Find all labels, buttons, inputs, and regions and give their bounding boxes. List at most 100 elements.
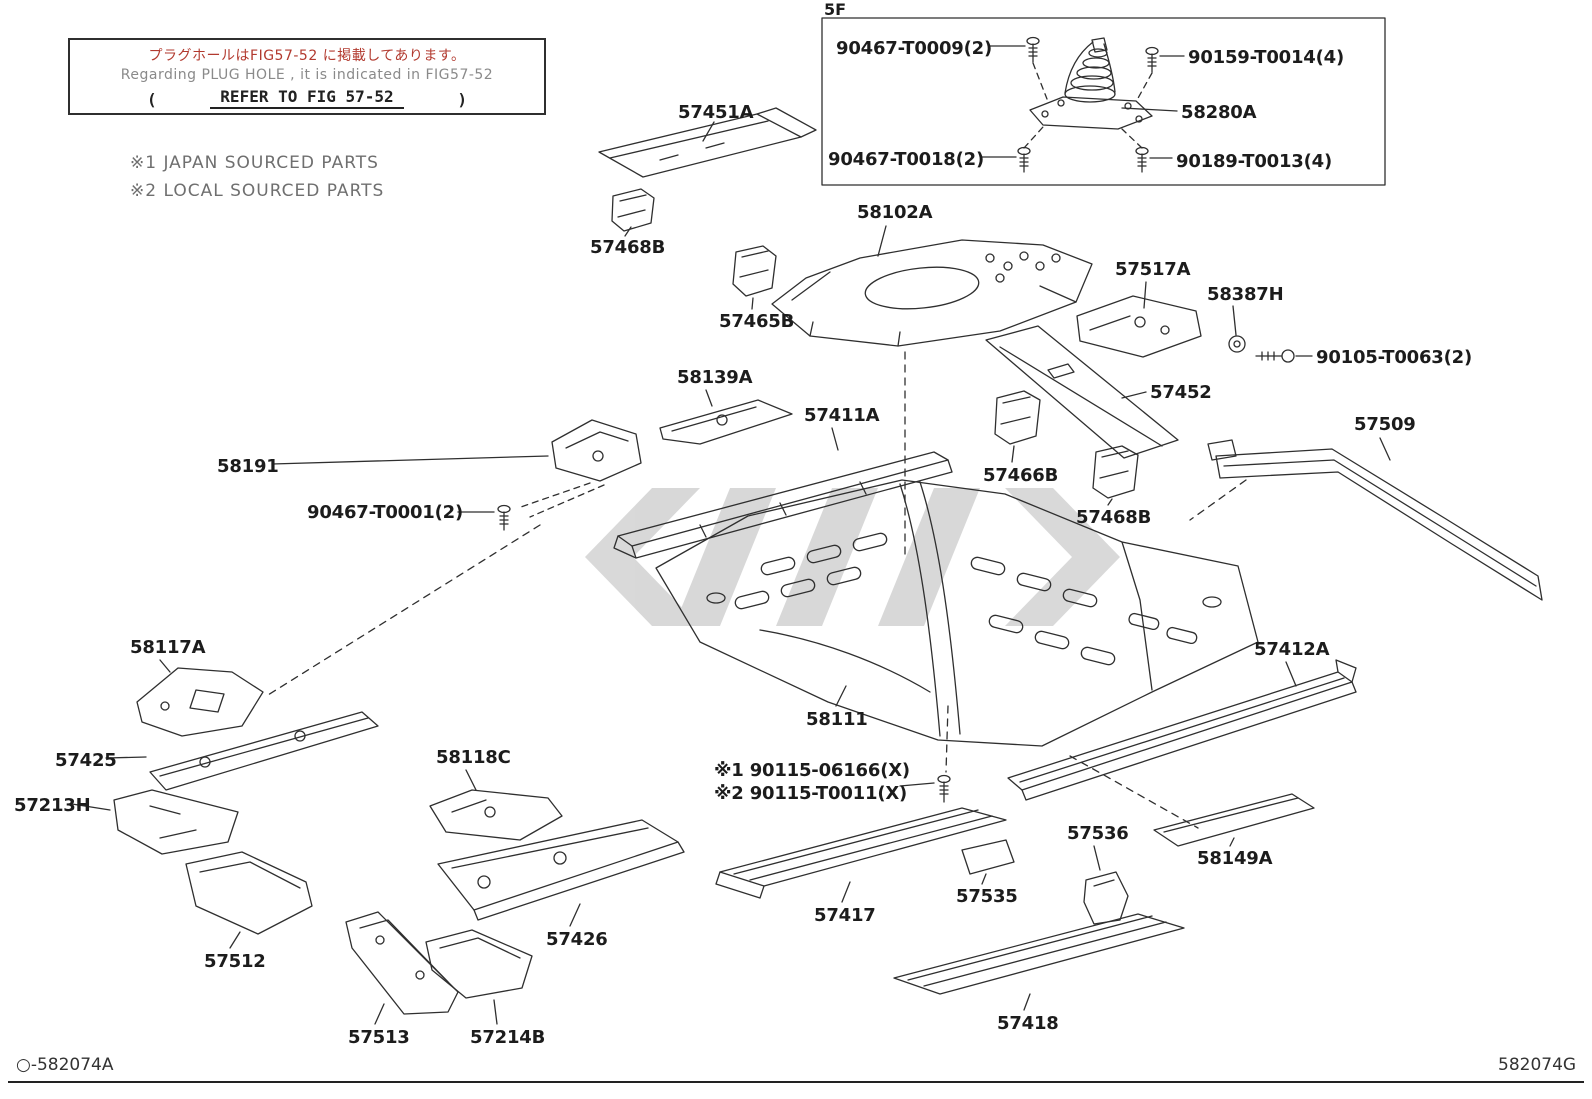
part-label-57425: 57425: [55, 750, 117, 771]
leader-57411A: [831, 427, 839, 451]
leader-58102A: [877, 225, 887, 257]
part-label-58117A: 58117A: [130, 637, 206, 658]
leader-58139A: [705, 389, 713, 407]
part-art-57465B: [732, 245, 777, 297]
screw-icon-90115: [937, 774, 951, 803]
part-label-57509: 57509: [1354, 414, 1416, 435]
bolt-icon-90105: [1255, 349, 1295, 363]
part-art-58117A: [136, 667, 264, 737]
screw-icon-90467-T0001: [497, 504, 511, 531]
part-label-57417: 57417: [814, 905, 876, 926]
leader-57512: [229, 931, 241, 949]
paren-open: (: [147, 90, 157, 109]
part-art-58118C: [429, 789, 563, 841]
part-label-57512: 57512: [204, 951, 266, 972]
part-label-57466B: 57466B: [983, 465, 1059, 486]
part-label-57465B: 57465B: [719, 311, 795, 332]
leader-57517A: [1143, 281, 1147, 309]
plug-hole-notice: プラグホールはFIG57-52 に掲載してあります。 Regarding PLU…: [68, 38, 546, 115]
part-label-90189-T0013: 90189-T0013(4): [1176, 151, 1333, 172]
part-label-58111: 58111: [806, 709, 868, 730]
projection-lines: [267, 351, 1247, 829]
part-art-57451A: [598, 107, 817, 178]
part-label-90159-T0014: 90159-T0014(4): [1188, 47, 1345, 68]
part-art-58149A: [1153, 793, 1315, 847]
part-art-57512: [185, 851, 313, 935]
notice-refer-line: ( REFER TO FIG 57-52 ): [147, 87, 467, 109]
part-label-58118C: 58118C: [436, 747, 511, 768]
part-label-90115-T0011: ※2 90115-T0011(X): [714, 783, 908, 804]
note-japan-sourced: ※1 JAPAN SOURCED PARTS: [130, 153, 379, 173]
part-art-57213H: [113, 789, 239, 855]
leader-57466B: [1011, 445, 1015, 463]
part-label-57535: 57535: [956, 886, 1018, 907]
part-label-90467-T0009: 90467-T0009(2): [836, 38, 993, 59]
footer-right-code: 582074G: [1498, 1055, 1577, 1075]
part-art-58111: [655, 479, 1259, 747]
part-art-57466B: [994, 390, 1041, 445]
leader-57468B-2: [1107, 498, 1113, 506]
part-label-90115-06166: ※1 90115-06166(X): [714, 760, 910, 781]
part-label-58387H: 58387H: [1207, 284, 1284, 305]
leader-57468B-1: [624, 226, 632, 237]
note-local-sourced: ※2 LOCAL SOURCED PARTS: [130, 181, 385, 201]
shift-boot-art: [1029, 37, 1153, 130]
part-label-57468B-2: 57468B: [1076, 507, 1152, 528]
part-art-57468B-2: [1092, 445, 1139, 499]
leader-57536: [1093, 845, 1101, 871]
part-art-57417: [715, 807, 1007, 899]
leader-57213H: [71, 803, 111, 811]
part-art-58102A: [771, 239, 1093, 347]
leader-58280A: [1121, 107, 1178, 112]
part-art-57517A: [1076, 295, 1202, 358]
part-art-57468B-1: [611, 188, 655, 232]
leader-57417: [841, 881, 851, 903]
leader-57412A: [1285, 661, 1297, 687]
notice-japanese-text: プラグホールはFIG57-52 に掲載してあります。: [148, 48, 466, 64]
part-label-57214B: 57214B: [470, 1027, 546, 1048]
part-art-58387H: [1228, 335, 1246, 353]
leader-57425: [105, 756, 147, 759]
leader-57509: [1379, 437, 1391, 461]
leader-58118C: [465, 769, 477, 791]
part-art-57411A: [613, 451, 953, 559]
part-art-57425: [149, 711, 379, 791]
footer-left-code: ○-582074A: [16, 1055, 114, 1075]
leader-57214B: [493, 999, 498, 1025]
part-label-57517A: 57517A: [1115, 259, 1191, 280]
part-label-57412A: 57412A: [1254, 639, 1330, 660]
leader-58191: [271, 455, 549, 465]
leader-57418: [1023, 993, 1031, 1011]
part-label-58149A: 58149A: [1197, 848, 1273, 869]
leader-57465B: [751, 297, 754, 310]
part-art-57214B: [425, 929, 533, 999]
part-art-57513: [345, 911, 459, 1015]
refer-to-fig-text: REFER TO FIG 57-52: [210, 87, 404, 109]
leader-58117A: [159, 659, 171, 673]
leader-57426: [569, 903, 581, 927]
part-label-90467-T0001: 90467-T0001(2): [307, 502, 464, 523]
part-art-57536: [1083, 871, 1129, 925]
part-art-57535: [961, 839, 1015, 875]
part-label-58280A: 58280A: [1181, 102, 1257, 123]
part-art-57509: [1207, 439, 1543, 601]
paren-close: ): [457, 90, 467, 109]
part-label-57452: 57452: [1150, 382, 1212, 403]
part-label-57426: 57426: [546, 929, 608, 950]
part-label-57536: 57536: [1067, 823, 1129, 844]
part-label-57418: 57418: [997, 1013, 1059, 1034]
part-label-58191: 58191: [217, 456, 279, 477]
part-art-57426: [437, 819, 685, 921]
leader-58387H: [1232, 305, 1237, 336]
part-art-57452: [985, 325, 1179, 459]
part-art-57418: [893, 913, 1185, 995]
leader-57451A: [702, 121, 715, 142]
inset-tag-5F: 5F: [824, 0, 847, 19]
part-art-58139A: [659, 399, 793, 445]
footer-divider: [8, 1081, 1584, 1083]
notice-english-text: Regarding PLUG HOLE , it is indicated in…: [120, 67, 494, 83]
leader-57535: [981, 873, 987, 885]
part-label-57468B-1: 57468B: [590, 237, 666, 258]
